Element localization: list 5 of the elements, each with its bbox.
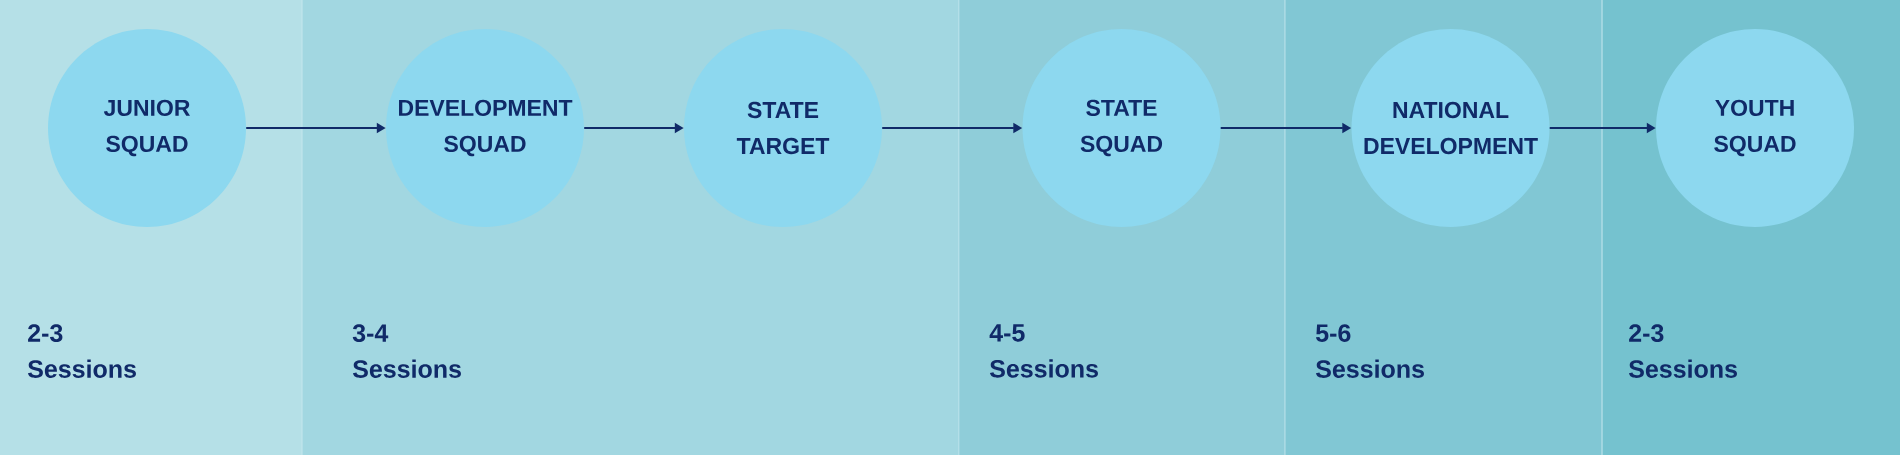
session-count: 2-3 Sessions [1628, 324, 1737, 378]
session-count: 4-5 Sessions [989, 324, 1098, 378]
session-count: 2-3 Sessions [27, 324, 136, 378]
session-count: 5-6 Sessions [1315, 324, 1424, 378]
session-count: 3-4 Sessions [352, 324, 461, 378]
